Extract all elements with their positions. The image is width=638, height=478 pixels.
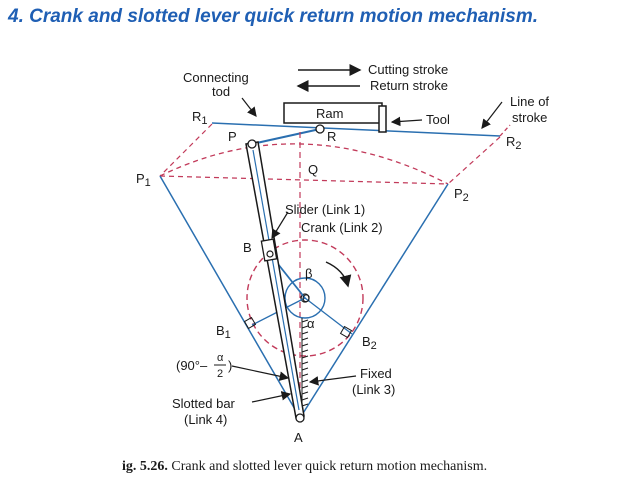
- line-of-stroke-label-1: Line of: [510, 94, 549, 109]
- crank-circle: [246, 239, 364, 357]
- point-b1-label: B1: [216, 323, 231, 341]
- pivot-p: [247, 139, 257, 149]
- right-angle-b2: [339, 325, 353, 339]
- point-r2-label: R2: [506, 134, 522, 152]
- slotted-label-1: Slotted bar: [172, 396, 236, 411]
- line-of-stroke-label-2: stroke: [512, 110, 547, 125]
- swing-arc: [159, 143, 449, 185]
- angle-label-prefix: (90°–: [176, 358, 208, 373]
- fixed-link-hatch: [301, 318, 309, 412]
- line-of-stroke-pointer: [481, 101, 503, 129]
- slider-pointer: [271, 211, 289, 240]
- angle-pointer: [231, 365, 290, 381]
- r1-p1-dash: [159, 123, 213, 177]
- slider-block: [260, 238, 278, 262]
- alpha-label: α: [307, 316, 315, 331]
- page-heading: 4. Crank and slotted lever quick return …: [8, 6, 539, 27]
- slotted-pointer: [251, 391, 292, 403]
- lever-left-extreme: [159, 175, 301, 419]
- connecting-rod: [251, 128, 321, 145]
- point-p1-label: P1: [136, 171, 151, 189]
- tool-label: Tool: [426, 112, 450, 127]
- connecting-label-2: tod: [212, 84, 230, 99]
- point-p2-label: P2: [454, 186, 469, 204]
- right-angle-b1: [243, 316, 257, 330]
- beta-label: β: [305, 266, 312, 281]
- point-c-label: C: [302, 293, 310, 305]
- crank-label: Crank (Link 2): [301, 220, 383, 235]
- point-p-label: P: [228, 129, 237, 144]
- fixed-label-2: (Link 3): [352, 382, 395, 397]
- p1-p2-chord: [159, 175, 449, 185]
- line-of-stroke-end: [499, 124, 511, 137]
- point-r-label: R: [327, 129, 336, 144]
- angle-numerator: α: [217, 352, 224, 364]
- fixed-pointer: [308, 375, 357, 386]
- point-b-label: B: [243, 240, 252, 255]
- connecting-rod-pointer: [241, 97, 257, 117]
- return-stroke-label: Return stroke: [370, 78, 448, 93]
- slider-label: Slider (Link 1): [285, 202, 365, 217]
- fixed-label-1: Fixed: [360, 366, 392, 381]
- slotted-label-2: (Link 4): [184, 412, 227, 427]
- point-q-label: Q: [308, 162, 318, 177]
- ram-label: Ram: [316, 106, 343, 121]
- r2-p2-dash: [447, 136, 501, 185]
- connecting-label-1: Connecting: [183, 70, 249, 85]
- cutting-stroke-label: Cutting stroke: [368, 62, 448, 77]
- point-r1-label: R1: [192, 109, 208, 127]
- lever-right-extreme: [299, 183, 449, 419]
- rotation-arrow: [325, 261, 352, 288]
- figure-caption: ig. 5.26. Crank and slotted lever quick …: [122, 459, 487, 474]
- point-b2-label: B2: [362, 334, 377, 352]
- point-a-label: A: [294, 430, 303, 445]
- fixed-pivot-a: [295, 413, 305, 423]
- slot-line: [252, 149, 300, 411]
- angle-label-suffix: ): [228, 358, 232, 373]
- tool: [378, 105, 387, 133]
- pivot-r: [315, 124, 325, 134]
- crank-hub: [284, 277, 326, 319]
- line-of-stroke: [211, 122, 501, 137]
- angle-denominator: 2: [217, 368, 223, 380]
- tool-arrow: [390, 116, 423, 127]
- crank-pin-b: [266, 250, 274, 258]
